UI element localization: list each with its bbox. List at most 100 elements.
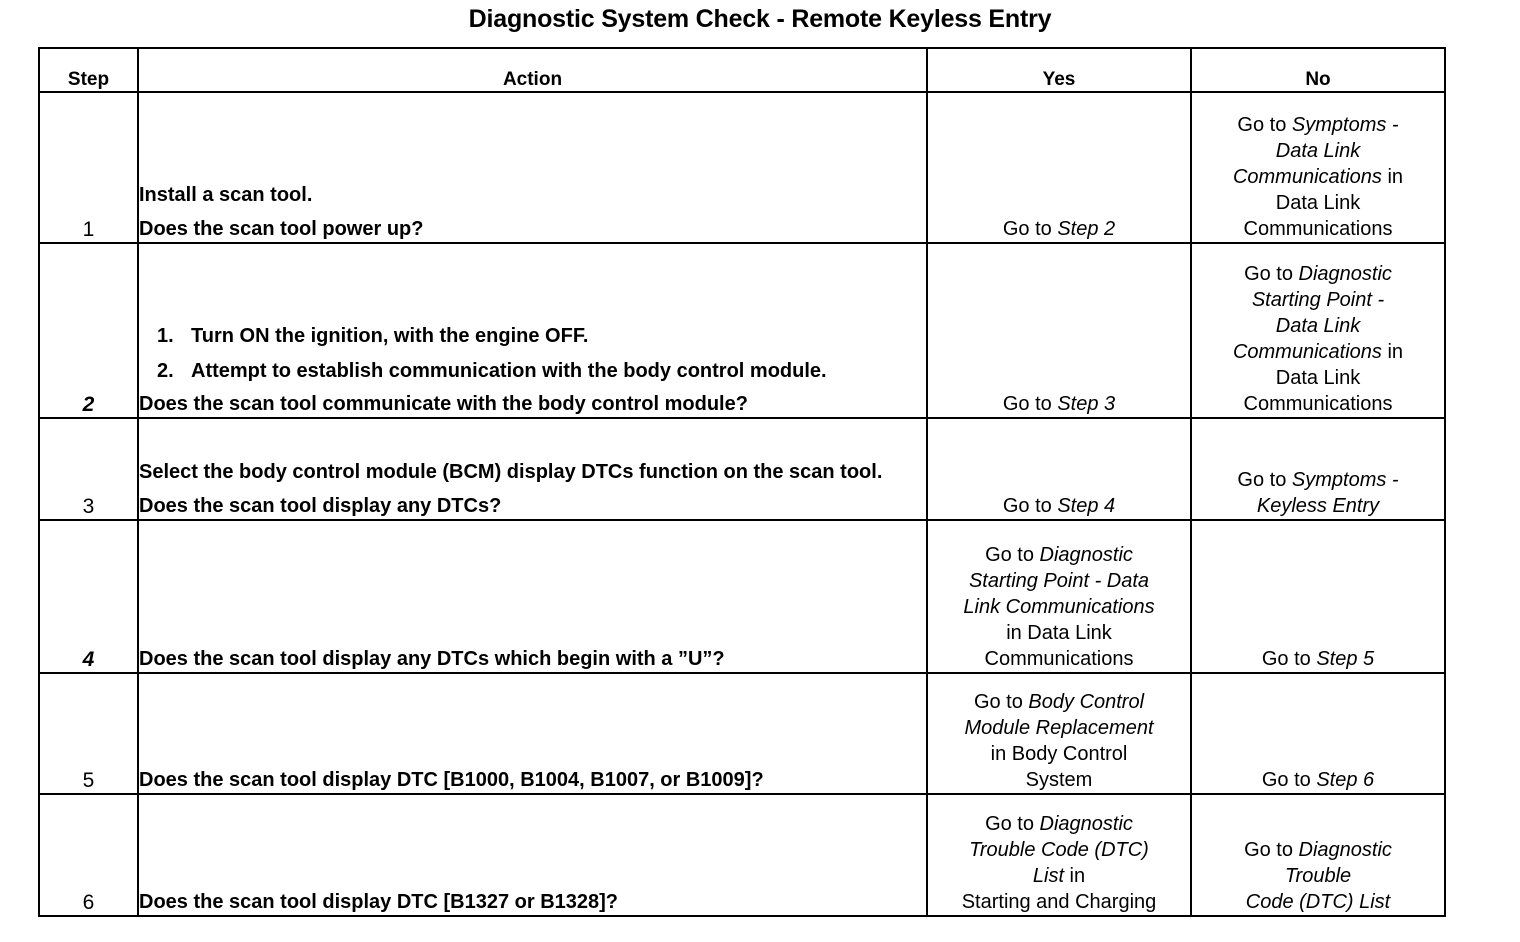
no-branch-cell: Go to Step 5 [1190,519,1446,674]
branch-text-italic: Body Control [1028,691,1145,713]
step-number-cell: 1 [38,91,139,244]
branch-line: in Body Control [928,741,1190,767]
branch-line: Go to Step 6 [1192,767,1444,793]
step-number-cell: 5 [38,672,139,795]
table-row: 5 Does the scan tool display DTC [B1000, … [38,672,1446,795]
branch-line: Code (DTC) List [1192,889,1444,915]
branch-text-roman: in [1381,166,1404,188]
branch-line: Go to Diagnostic [928,542,1190,568]
branch-line: Communications [928,646,1190,672]
branch-text-italic: Trouble Code (DTC) [969,839,1149,861]
branch-text-italic: Diagnostic [1298,263,1392,285]
branch-text-italic: Starting Point - Data [968,570,1150,592]
branch-text-roman: Data Link [1275,192,1361,214]
branch-text-roman: Starting and Charging [961,891,1157,913]
action-paragraph: Does the scan tool communicate with the … [139,393,748,415]
action-paragraph: Does the scan tool display any DTCs whic… [139,648,725,670]
branch-text-italic: Starting Point - [1251,289,1385,311]
branch-text-italic: Data Link [1275,140,1361,162]
step-number: 6 [82,891,95,914]
substep-marker: 1. [157,325,174,347]
step-number: 1 [82,218,95,241]
branch-text-roman: Go to [1261,769,1317,791]
branch-text-italic: Data Link [1275,315,1361,337]
action-cell: 1. Turn ON the ignition, with the engine … [137,242,928,419]
branch-text-italic: Code (DTC) List [1245,891,1391,913]
branch-line: Go to Symptoms - [1192,467,1444,493]
branch-text-roman: Go to [1261,648,1317,670]
branch-text-italic: Link Communications [963,596,1155,618]
substep-text: Attempt to establish communication with … [191,360,827,382]
branch-text-italic: Step 5 [1316,648,1375,670]
branch-line: Keyless Entry [1192,493,1444,519]
branch-line: Data Link [1192,313,1444,339]
step-number: 2 [82,393,95,416]
branch-text-italic: Module Replacement [964,717,1154,739]
branch-text-roman: Communications [1243,218,1393,240]
branch-text-roman: System [1025,769,1093,791]
branch-line: Starting Point - [1192,287,1444,313]
table-body: 1 Install a scan tool.Does the scan tool … [38,91,1446,917]
substep-marker: 2. [157,360,174,382]
action-paragraph: Does the scan tool display DTC [B1000, B… [139,769,764,791]
branch-text-roman: in Data Link [1006,622,1112,644]
branch-text-roman: Go to [1002,393,1058,415]
column-header-no: No [1190,47,1446,93]
action-substep: 1. Turn ON the ignition, with the engine … [157,323,926,349]
branch-line: Go to Diagnostic [1192,837,1444,863]
no-branch-cell: Go to Symptoms -Keyless Entry [1190,417,1446,521]
branch-line: Go to Diagnostic [928,811,1190,837]
action-paragraph: Select the body control module (BCM) dis… [139,461,883,483]
branch-text-roman: Go to [1237,114,1292,136]
branch-line: Data Link [1192,365,1444,391]
table-row: 4 Does the scan tool display any DTCs whi… [38,519,1446,674]
branch-text-italic: Diagnostic [1039,544,1133,566]
branch-text-italic: Diagnostic [1298,839,1392,861]
branch-text-roman: Go to [1002,218,1058,240]
action-paragraph: Does the scan tool display any DTCs? [139,495,502,517]
column-header-step: Step [38,47,139,93]
branch-text-italic: Step 4 [1057,495,1116,517]
diagnostic-system-check-table: Step Action Yes No 1 Install a scan tool.… [38,47,1446,917]
branch-line: Go to Body Control [928,689,1190,715]
branch-line: Data Link [1192,138,1444,164]
branch-line: Go to Step 2 [928,216,1190,242]
action-cell: Does the scan tool display DTC [B1327 or… [137,793,928,917]
action-substep: 2. Attempt to establish communication wit… [157,358,926,384]
branch-text-roman: Go to [973,691,1029,713]
action-cell: Does the scan tool display any DTCs whic… [137,519,928,674]
branch-text-roman: Go to [1244,839,1299,861]
step-number: 4 [82,648,95,671]
branch-text-roman: Go to [985,544,1040,566]
branch-text-italic: Communications [1232,166,1382,188]
column-header-action: Action [137,47,928,93]
action-cell: Install a scan tool.Does the scan tool p… [137,91,928,244]
table-header: Step Action Yes No [38,47,1446,93]
yes-branch-cell: Go to Step 2 [926,91,1192,244]
branch-text-roman: in Body Control [990,743,1128,765]
header-row: Step Action Yes No [38,47,1446,93]
branch-text-italic: Step 3 [1057,393,1116,415]
branch-line: Trouble [1192,863,1444,889]
action-paragraph: Does the scan tool display DTC [B1327 or… [139,891,619,913]
branch-line: Communications in [1192,339,1444,365]
branch-line: System [928,767,1190,793]
branch-text-roman: Go to [985,813,1040,835]
branch-text-italic: Communications [1232,341,1382,363]
branch-line: Communications [1192,216,1444,242]
step-number: 3 [82,495,95,518]
branch-text-italic: Symptoms - [1291,114,1399,136]
step-number-cell: 3 [38,417,139,521]
branch-line: Go to Diagnostic [1192,261,1444,287]
branch-text-roman: Go to [1237,469,1292,491]
branch-text-italic: Keyless Entry [1256,495,1380,517]
substep-text: Turn ON the ignition, with the engine OF… [191,325,589,347]
table-row: 2 1. Turn ON the ignition, with the engine… [38,242,1446,419]
step-number: 5 [82,769,95,792]
